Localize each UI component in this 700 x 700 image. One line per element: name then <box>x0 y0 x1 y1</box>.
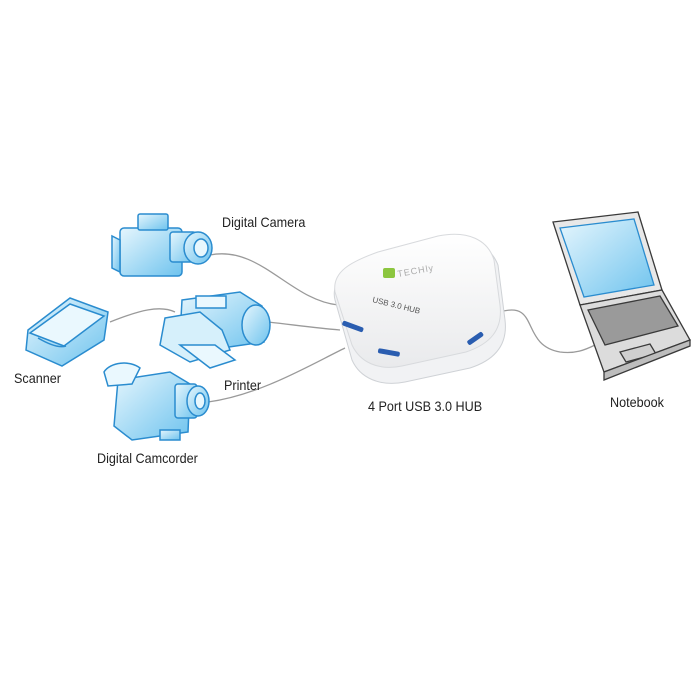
label-digital-camera: Digital Camera <box>222 214 306 230</box>
label-notebook: Notebook <box>610 394 664 410</box>
label-hub: 4 Port USB 3.0 HUB <box>368 398 483 414</box>
cable-camcorder <box>207 347 346 403</box>
cable-printer <box>267 321 341 331</box>
printer-icon <box>159 291 271 369</box>
techly-logo-icon <box>383 268 395 278</box>
cable-scanner <box>109 308 176 323</box>
label-printer: Printer <box>224 377 262 393</box>
usb-hub-device: TECHly USB 3.0 HUB <box>333 233 506 384</box>
digital-camcorder-icon <box>103 362 210 441</box>
scanner-icon <box>25 297 109 367</box>
cable-notebook <box>499 309 596 354</box>
notebook-icon <box>552 211 691 381</box>
digital-camera-icon <box>111 213 213 277</box>
label-scanner: Scanner <box>14 370 61 386</box>
cable-camera <box>209 253 339 306</box>
usb-port <box>342 320 484 357</box>
label-digital-camcorder: Digital Camcorder <box>97 450 198 466</box>
cables <box>109 253 596 403</box>
